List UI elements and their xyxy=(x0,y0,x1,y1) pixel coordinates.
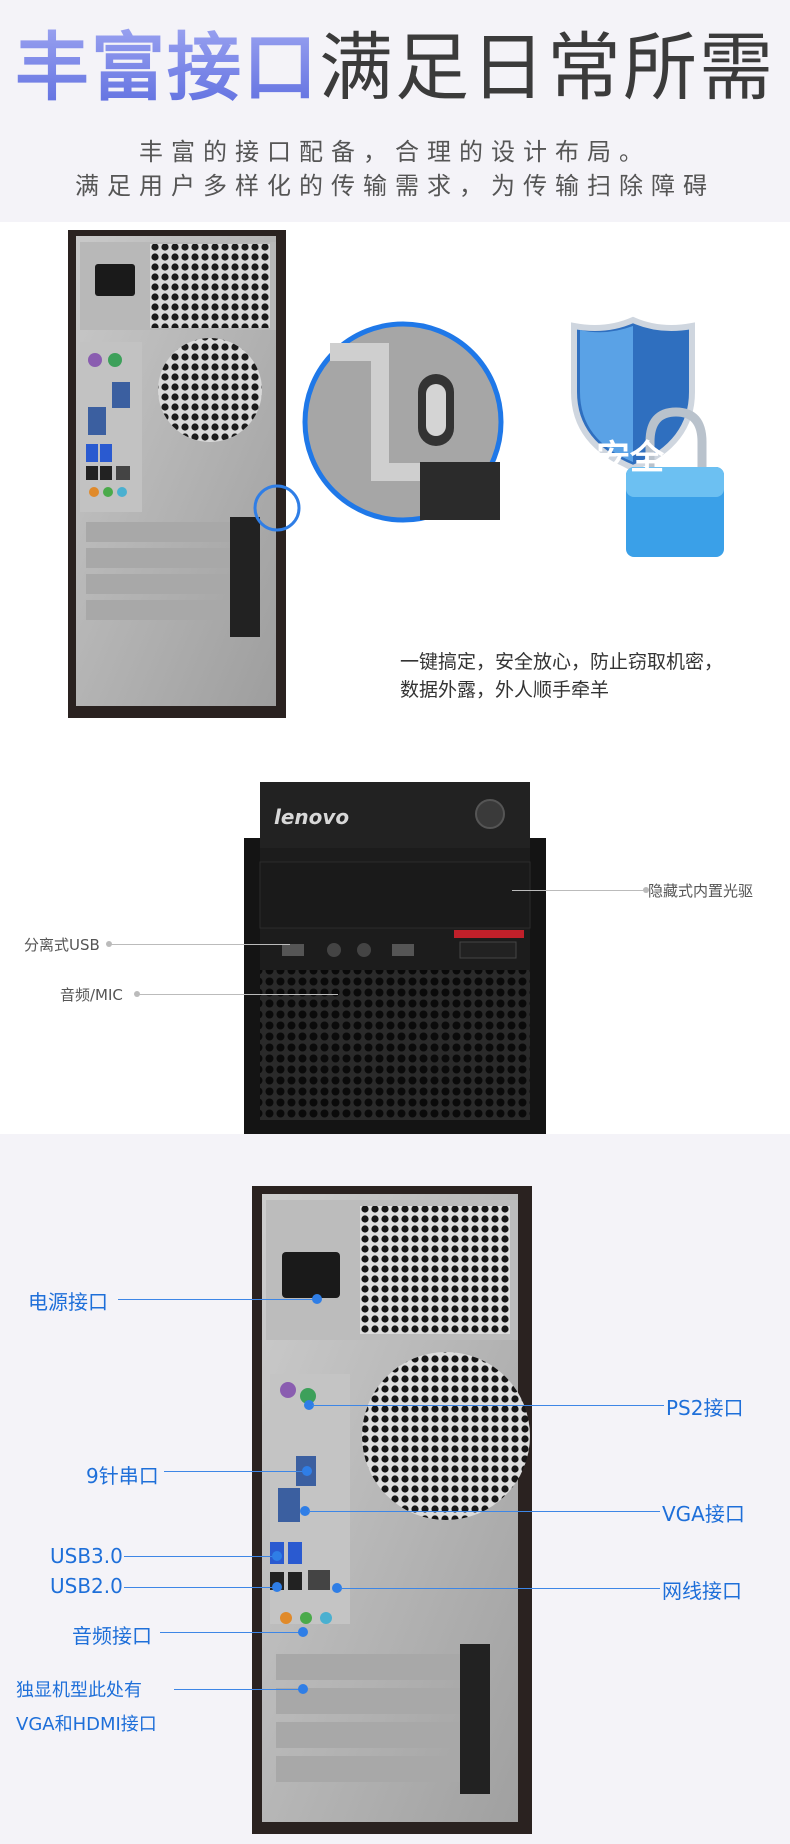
serial-leader-line xyxy=(164,1471,304,1472)
power-leader-line xyxy=(118,1299,316,1300)
usb2-leader-line xyxy=(124,1587,274,1588)
usb2-leader-dot xyxy=(272,1582,282,1592)
title-rest: 满足日常所需 xyxy=(319,25,775,111)
audio-leader-dot xyxy=(298,1627,308,1637)
lenovo-logo: lenovo xyxy=(274,805,349,829)
usb3-label: USB3.0 xyxy=(50,1544,123,1568)
lan-leader-dot xyxy=(332,1583,342,1593)
gpu-note-line1: 独显机型此处有 xyxy=(16,1680,142,1701)
gpu-note-line2: VGA和HDMI接口 xyxy=(16,1714,157,1735)
front-usb-leader-line xyxy=(110,944,290,945)
security-desc-line2: 数据外露，外人顺手牵羊 xyxy=(400,679,610,701)
vga-leader-dot xyxy=(300,1506,310,1516)
vga-leader-line xyxy=(308,1511,660,1512)
power-port-label: 电源接口 xyxy=(28,1290,108,1314)
front-usb-label: 分离式USB xyxy=(24,936,100,954)
usb3-leader-dot xyxy=(272,1551,282,1561)
audio-port-label: 音频接口 xyxy=(72,1624,152,1648)
usb2-label: USB2.0 xyxy=(50,1574,123,1598)
ps2-port-label: PS2接口 xyxy=(666,1396,744,1420)
subtitle-line1: 丰富的接口配备，合理的设计布局。 xyxy=(139,138,651,166)
serial-port-label: 9针串口 xyxy=(86,1464,159,1488)
optical-leader-dot xyxy=(643,887,649,893)
serial-leader-dot xyxy=(302,1466,312,1476)
front-audio-leader-dot xyxy=(134,991,140,997)
optical-leader-line xyxy=(512,890,646,891)
header-banner xyxy=(0,0,790,222)
audio-leader-line xyxy=(160,1632,300,1633)
rear-case-with-lock-slot xyxy=(68,230,724,718)
gpu-leader-dot xyxy=(298,1684,308,1694)
ps2-leader-dot xyxy=(304,1400,314,1410)
page-title: 丰富接口满足日常所需 xyxy=(0,18,790,118)
title-highlight: 丰富接口 xyxy=(15,25,319,111)
front-usb-leader-dot xyxy=(106,941,112,947)
power-leader-dot xyxy=(312,1294,322,1304)
gpu-leader-line xyxy=(174,1689,300,1690)
usb3-leader-line xyxy=(124,1556,274,1557)
rear-case-image xyxy=(252,1186,532,1834)
security-desc-line1: 一键搞定，安全放心，防止窃取机密， xyxy=(400,651,724,673)
optical-drive-label: 隐藏式内置光驱 xyxy=(648,882,754,900)
security-badge-text: 安全 xyxy=(596,438,664,478)
subtitle-line2: 满足用户多样化的传输需求，为传输扫除障碍 xyxy=(75,172,715,200)
front-audio-label: 音频/MIC xyxy=(60,986,123,1004)
front-case-image: lenovo xyxy=(244,782,546,1134)
lan-leader-line xyxy=(340,1588,660,1589)
front-audio-leader-line xyxy=(138,994,338,995)
ps2-leader-line xyxy=(312,1405,664,1406)
vga-port-label: VGA接口 xyxy=(662,1502,745,1526)
lan-port-label: 网线接口 xyxy=(662,1579,742,1603)
